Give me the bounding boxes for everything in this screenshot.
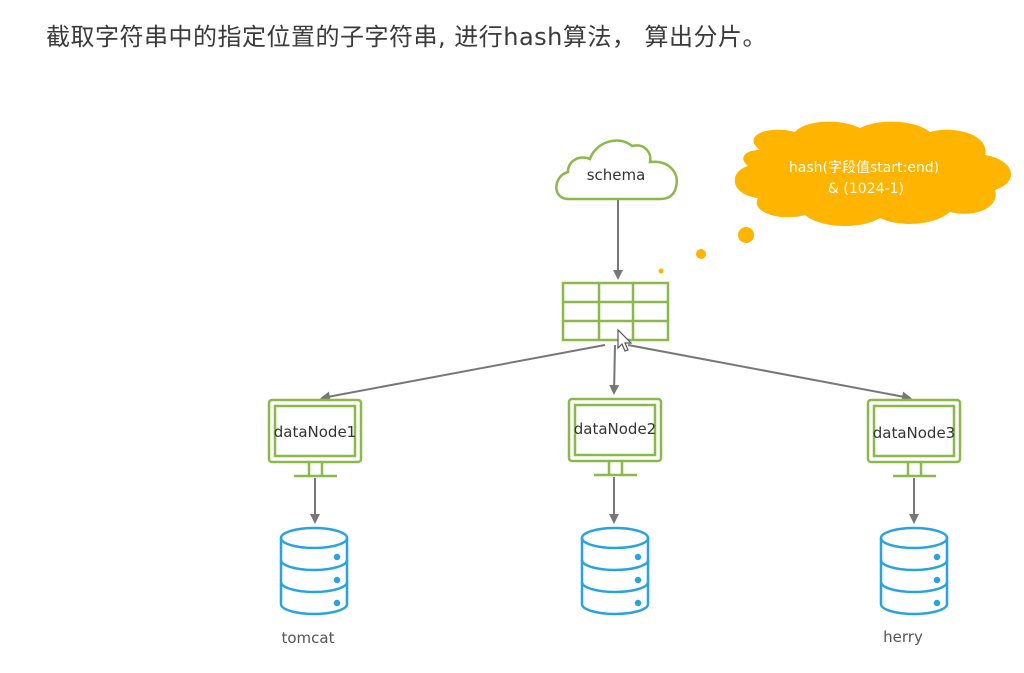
mouse-cursor-icon <box>617 328 633 352</box>
database-3-label: herry <box>883 628 923 646</box>
datanode-2-label: dataNode2 <box>574 420 656 438</box>
monitor-icon <box>267 398 363 478</box>
database-icon <box>879 526 949 616</box>
arrow-to-datanode1 <box>320 344 606 402</box>
datanode-1[interactable]: dataNode1 <box>267 398 363 478</box>
thought-line-1: hash(字段值start:end) <box>789 160 939 176</box>
thought-cloud-shape <box>734 121 1012 226</box>
datanode-2[interactable]: dataNode2 <box>567 397 663 477</box>
thought-dot-small <box>658 268 664 274</box>
monitor-icon <box>866 398 962 478</box>
table-grid-icon <box>561 281 670 342</box>
thought-dot-large <box>738 227 754 243</box>
monitor-icon <box>567 397 663 477</box>
database-icon <box>580 526 650 616</box>
thought-bubble: hash(字段值start:end) & (1024-1) <box>658 121 1012 274</box>
arrow-to-datanode2 <box>609 344 620 395</box>
datanode-3-label: dataNode3 <box>873 424 955 442</box>
datanode-1-label: dataNode1 <box>274 423 356 441</box>
thought-line-2: & (1024-1) <box>828 181 904 197</box>
thought-dot-medium <box>696 249 706 259</box>
schema-label: schema <box>587 166 646 184</box>
database-1-label: tomcat <box>282 629 335 647</box>
datanode-3[interactable]: dataNode3 <box>866 398 962 478</box>
page-heading: 截取字符串中的指定位置的子字符串, 进行hash算法， 算出分片。 <box>46 23 768 51</box>
schema-node[interactable]: schema <box>555 139 679 201</box>
arrow-to-datanode3 <box>627 344 912 402</box>
database-icon <box>279 526 349 616</box>
cloud-icon <box>555 139 679 201</box>
